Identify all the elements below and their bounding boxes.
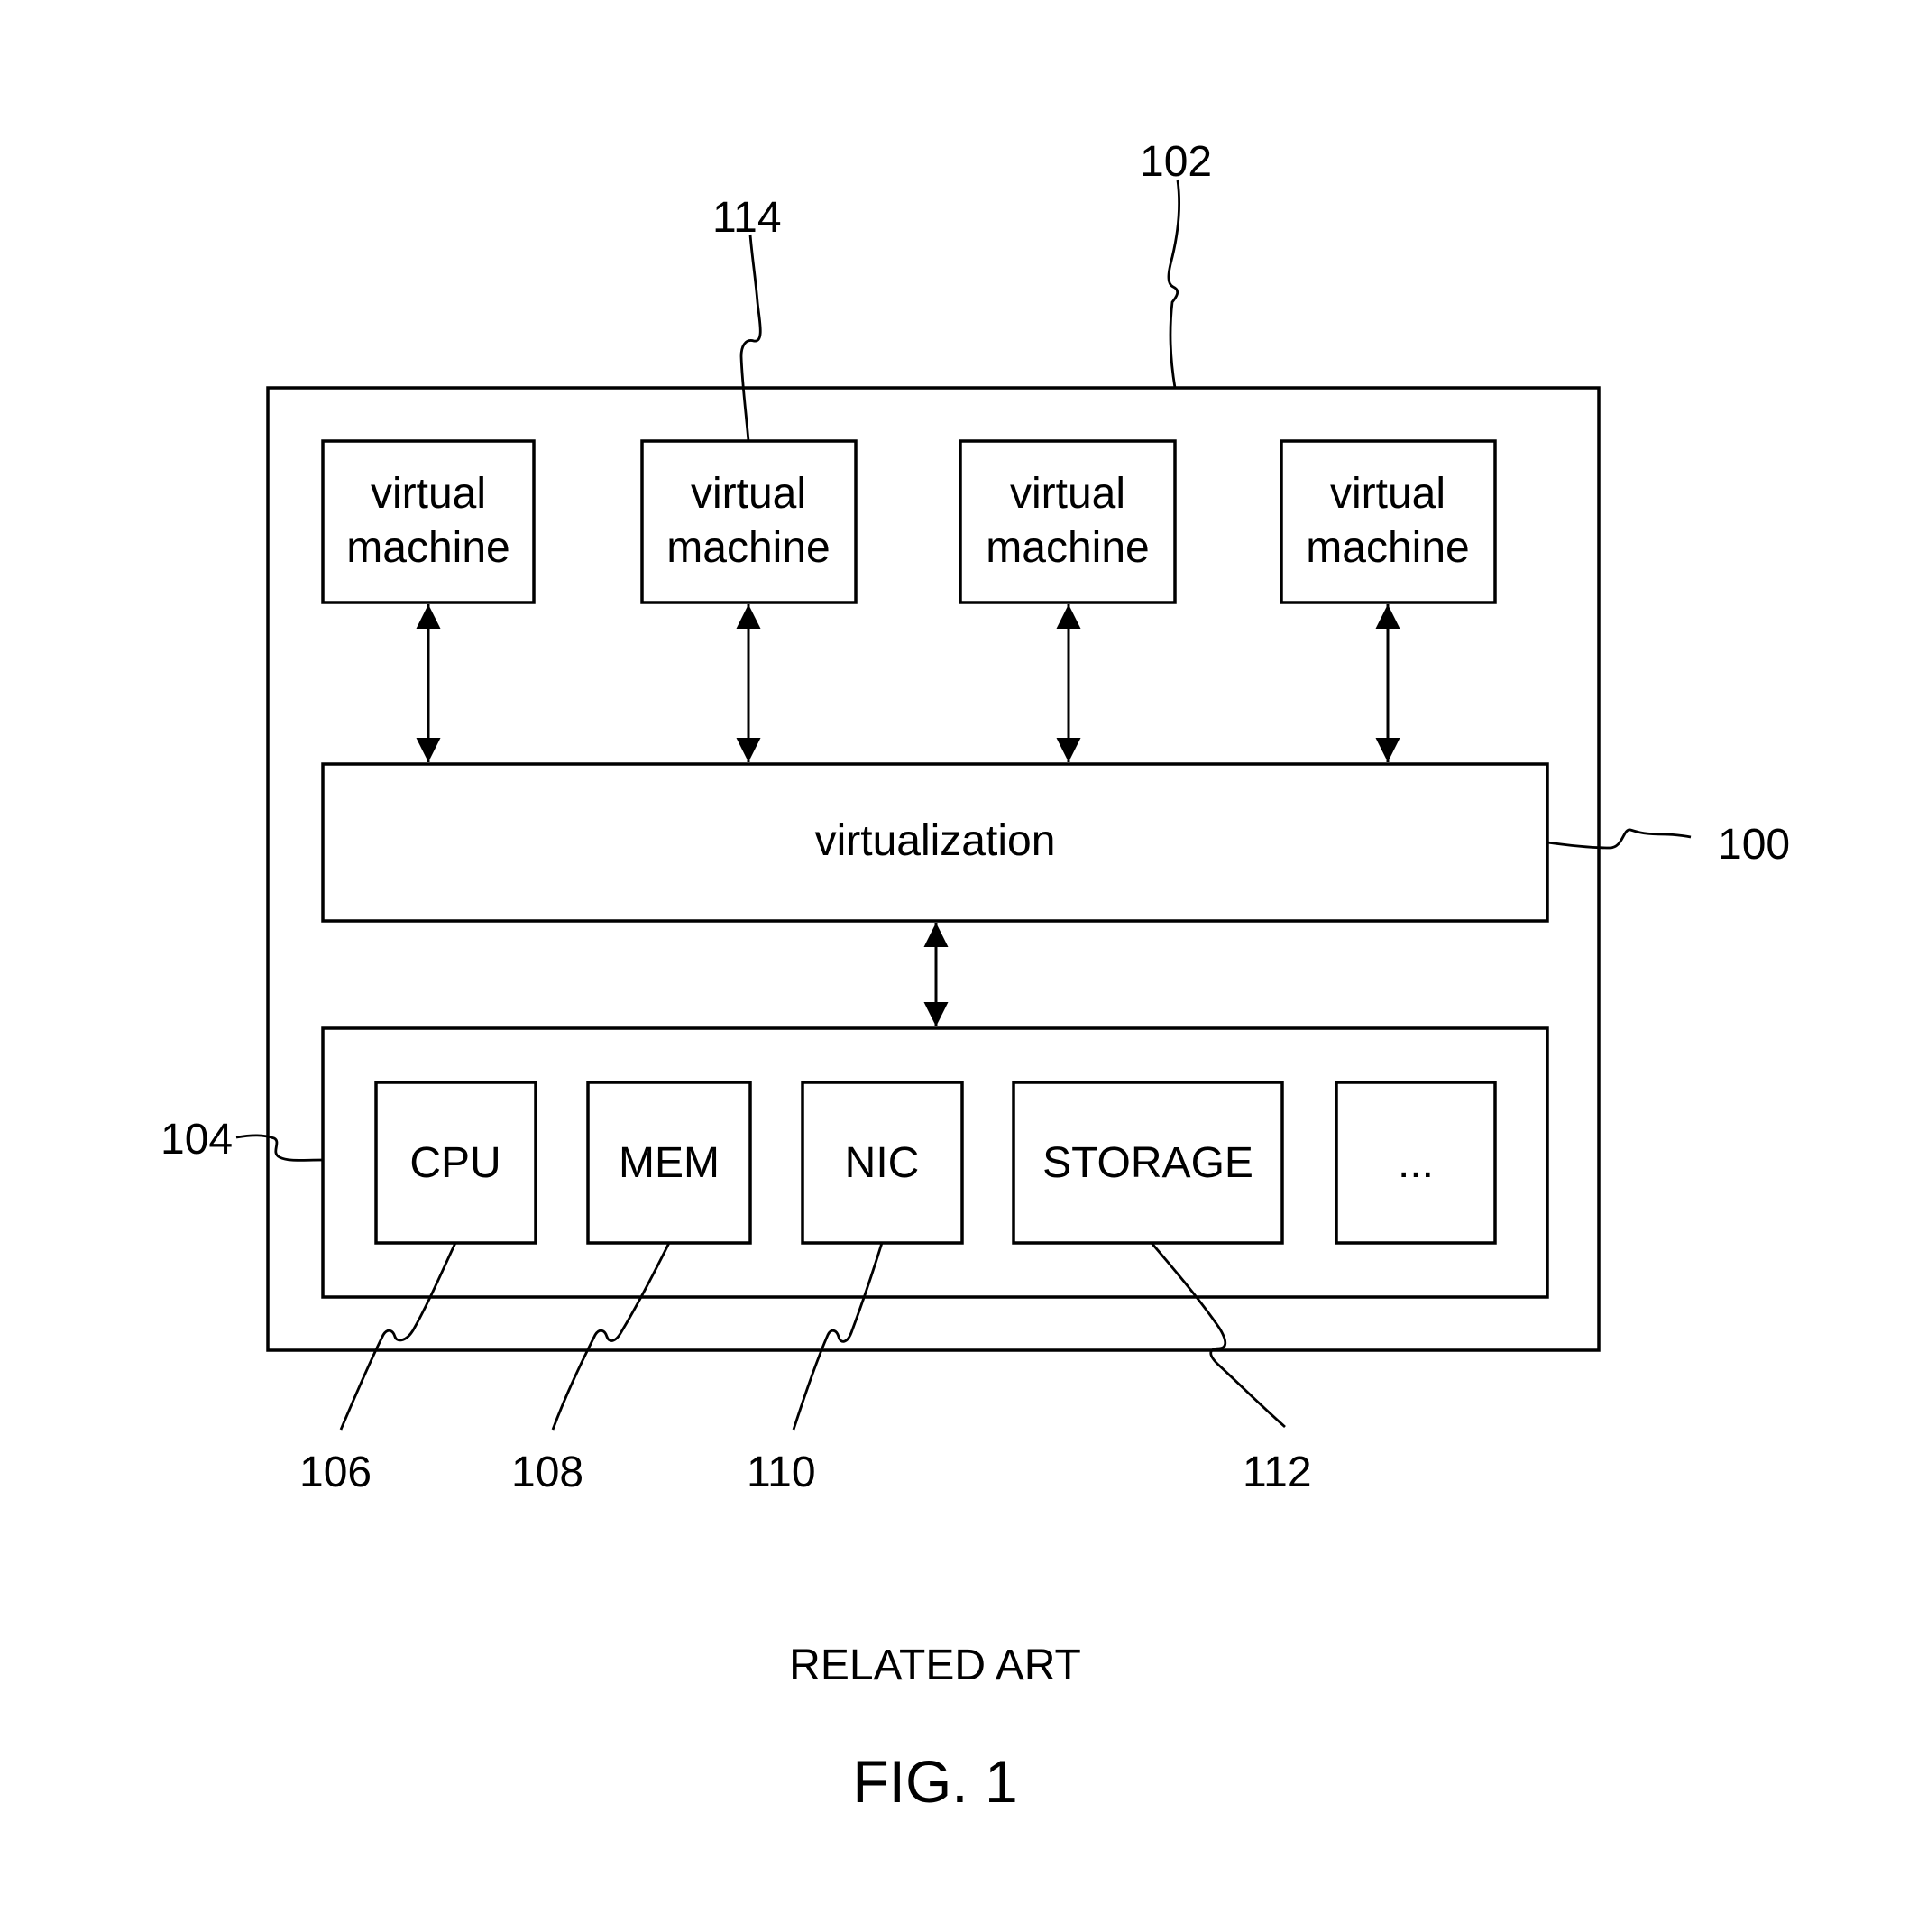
vm-label-line2: machine [666,524,830,572]
component-label: NIC [845,1139,920,1187]
vm-label-line2: machine [986,524,1149,572]
ref-number-108: 108 [511,1449,583,1496]
ref-number-104: 104 [161,1116,233,1164]
storage-box: STORAGE [1014,1082,1282,1243]
ref-number-112: 112 [1243,1449,1312,1496]
mem-box: MEM [588,1082,750,1243]
component-label: ... [1398,1139,1434,1187]
virtualization-label: virtualization [815,817,1056,865]
vm-box: virtual machine [323,441,534,603]
component-label: STORAGE [1042,1139,1253,1187]
vm-box: virtual machine [1281,441,1495,603]
component-label: MEM [619,1139,720,1187]
component-label: CPU [409,1139,500,1187]
ref-number-102: 102 [1140,138,1212,186]
vm-label-line1: virtual [1330,470,1446,518]
vm-box: virtual machine [960,441,1175,603]
vm-label-line1: virtual [371,470,486,518]
leader-line-102 [1169,180,1179,388]
vm-label-line1: virtual [1010,470,1125,518]
vm-label-line1: virtual [691,470,806,518]
ellipsis-box: ... [1336,1082,1495,1243]
cpu-box: CPU [376,1082,536,1243]
ref-number-110: 110 [747,1449,816,1496]
ref-number-106: 106 [299,1449,372,1496]
ref-number-114: 114 [712,194,782,242]
vm-box: virtual machine [642,441,856,603]
vm-label-line2: machine [1306,524,1469,572]
ref-number-100: 100 [1718,821,1790,869]
nic-box: NIC [803,1082,962,1243]
related-art-caption: RELATED ART [789,1642,1081,1689]
figure-label: FIG. 1 [852,1748,1017,1815]
vm-label-line2: machine [346,524,509,572]
